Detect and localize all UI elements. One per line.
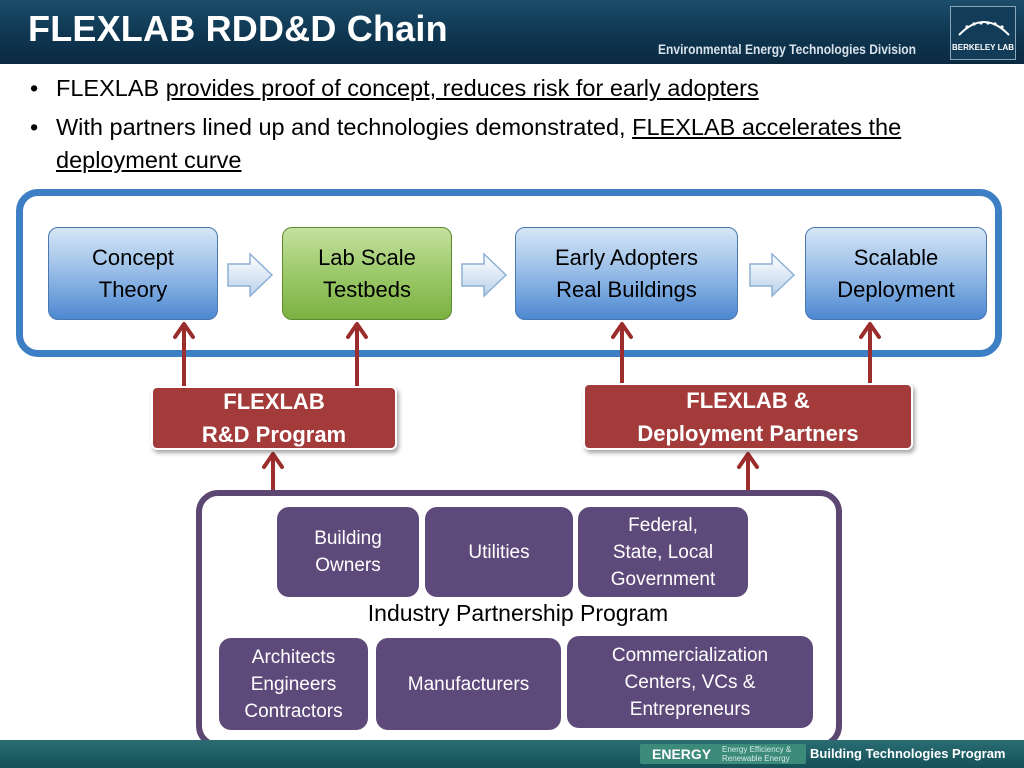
stage-line: Deployment <box>837 276 955 302</box>
logo-text: BERKELEY LAB <box>951 43 1015 52</box>
right-chevron-icon <box>749 252 796 298</box>
up-arrow-icon <box>262 452 284 494</box>
up-arrow-icon <box>346 322 368 390</box>
up-arrow-icon <box>173 322 195 390</box>
bullet-item: • With partners lined up and technologie… <box>30 111 990 177</box>
program-name: Building Technologies Program <box>810 746 1006 761</box>
stage-line: Real Buildings <box>556 276 697 302</box>
logo-arc-icon <box>958 21 1010 36</box>
partner-line: Architects <box>251 646 336 668</box>
bullet-emphasis: FLEXLAB accelerates the deployment curve <box>56 114 902 173</box>
partner-line: Commercialization <box>611 644 769 666</box>
right-chevron-icon <box>461 252 508 298</box>
right-chevron-icon <box>227 252 274 298</box>
title-bar: FLEXLAB RDD&D Chain Environmental Energy… <box>0 0 1024 64</box>
division-name: Environmental Energy Technologies Divisi… <box>658 41 917 57</box>
partner-line: Owners <box>315 555 381 576</box>
stage-line: Theory <box>98 276 168 302</box>
program-line: FLEXLAB <box>223 389 325 414</box>
flexlab-deployment-partners: FLEXLAB & Deployment Partners <box>583 383 913 450</box>
stage-line: Scalable <box>853 244 939 270</box>
stage-line: Testbeds <box>322 276 412 302</box>
flexlab-rd-program: FLEXLAB R&D Program <box>151 386 397 450</box>
stage-line: Lab Scale <box>318 244 416 270</box>
partner-line: Government <box>610 568 716 590</box>
bullet-emphasis: provides proof of concept, reduces risk … <box>165 75 759 101</box>
partner-line: Federal, <box>628 514 698 536</box>
program-line: FLEXLAB & <box>686 387 810 413</box>
stage-line: Early Adopters <box>554 244 699 270</box>
energy-subtitle: Energy Efficiency &Renewable Energy <box>722 745 791 763</box>
up-arrow-icon <box>737 452 759 494</box>
slide-title: FLEXLAB RDD&D Chain <box>28 8 448 49</box>
partner-line: Utilities <box>468 541 530 563</box>
bullet-text: With partners lined up and technologies … <box>56 114 633 140</box>
energy-wordmark: ENERGY <box>652 746 712 762</box>
partner-manufacturers: Manufacturers <box>376 638 561 730</box>
bullet-text: FLEXLAB <box>56 75 166 101</box>
partner-line: State, Local <box>612 541 714 563</box>
industry-partnership-label: Industry Partnership Program <box>367 600 669 626</box>
bullet-dot: • <box>30 114 39 140</box>
footer-bar: ENERGY Energy Efficiency &Renewable Ener… <box>0 740 1024 768</box>
program-line: Deployment Partners <box>637 420 859 446</box>
program-line: R&D Program <box>201 422 347 447</box>
partner-line: Contractors <box>244 700 343 722</box>
bullet-list: • FLEXLAB provides proof of concept, red… <box>30 72 990 183</box>
partner-line: Entrepreneurs <box>629 698 751 720</box>
partner-line: Centers, VCs & <box>624 671 756 693</box>
berkeley-lab-logo: BERKELEY LAB <box>950 6 1016 60</box>
partner-line: Manufacturers <box>407 673 530 695</box>
energy-subtitle-line: Energy Efficiency & <box>722 745 792 754</box>
stage-line: Concept <box>92 244 174 270</box>
partner-utilities: Utilities <box>425 507 573 597</box>
bullet-item: • FLEXLAB provides proof of concept, red… <box>30 72 990 105</box>
energy-subtitle-line: Renewable Energy <box>722 754 790 763</box>
bullet-dot: • <box>30 75 39 101</box>
partner-line: Engineers <box>250 673 337 695</box>
up-arrow-icon <box>611 322 633 386</box>
doe-energy-logo: ENERGY Energy Efficiency &Renewable Ener… <box>640 744 806 764</box>
up-arrow-icon <box>859 322 881 386</box>
partner-line: Building <box>314 528 382 549</box>
